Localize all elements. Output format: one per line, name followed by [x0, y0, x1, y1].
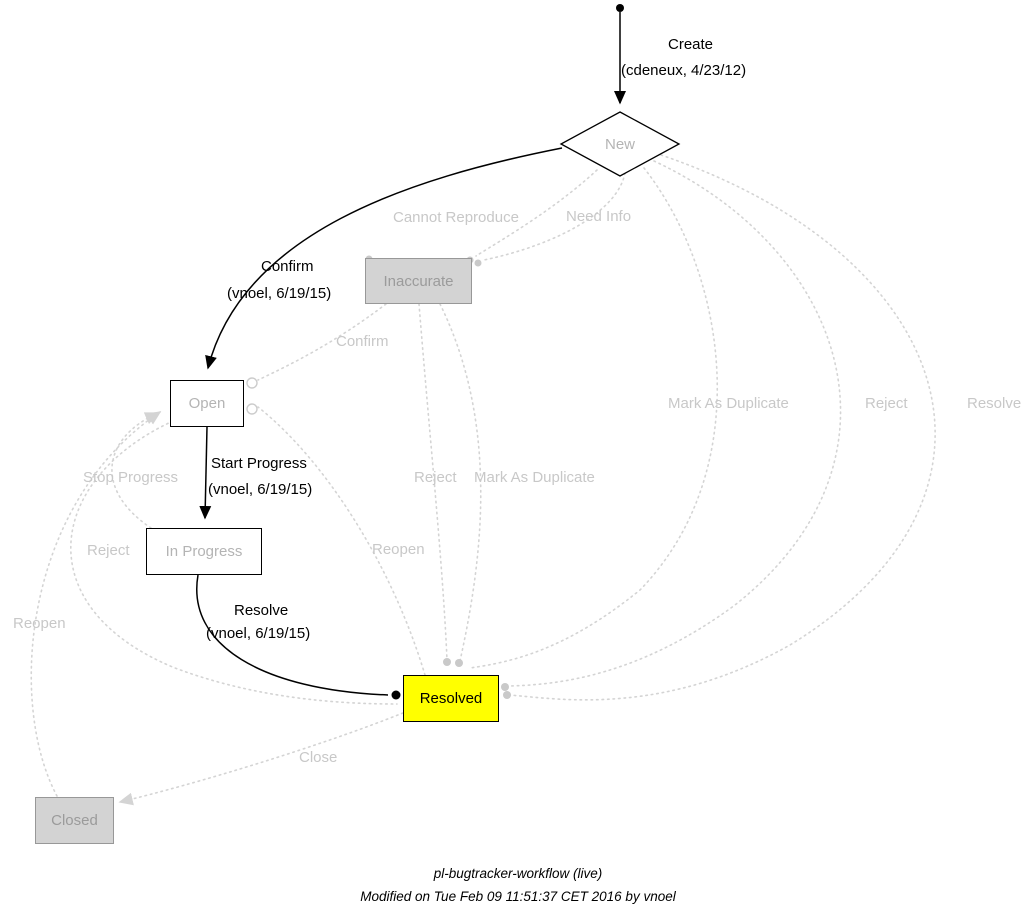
edge-mark-as-duplicate-mid [439, 303, 482, 662]
node-inaccurate-label: Inaccurate [383, 272, 454, 290]
label-reject-mid: Reject [414, 469, 457, 486]
edge-resolve-endpoint-dot [391, 690, 401, 700]
label-create-detail: (cdeneux, 4/23/12) [621, 62, 747, 79]
label-reject-right: Reject [865, 395, 908, 412]
node-closed[interactable]: Closed [35, 797, 114, 844]
node-open[interactable]: Open [170, 380, 244, 427]
edge-confirm-active [205, 147, 563, 370]
label-resolve-right: Resolve [967, 395, 1022, 412]
edge-reject-mid [418, 303, 448, 661]
label-confirm-active: Confirm [261, 258, 314, 275]
node-new-label: New [604, 135, 635, 153]
label-confirm-inactive: Confirm [336, 333, 389, 350]
node-closed-label: Closed [51, 812, 98, 829]
label-resolve-active-detail: (vnoel, 6/19/15) [206, 625, 311, 642]
edge-close [118, 712, 404, 806]
label-reopen-mid: Reopen [372, 541, 425, 558]
node-inaccurate[interactable]: Inaccurate [365, 258, 472, 304]
label-reject-left: Reject [87, 542, 130, 559]
edge-start-dot [616, 4, 624, 12]
label-cannot-reproduce: Cannot Reproduce [393, 209, 519, 226]
label-reopen-left: Reopen [13, 615, 66, 632]
label-mark-as-duplicate-mid: Mark As Duplicate [474, 469, 595, 486]
edge-reject-right [507, 160, 842, 687]
edge-reopen-left [30, 411, 162, 797]
edge-resolve-active [196, 574, 389, 696]
edge-reject-left [70, 420, 398, 705]
label-stop-progress: Stop Progress [83, 469, 179, 486]
label-need-info: Need Info [566, 208, 632, 225]
label-confirm-active-detail: (vnoel, 6/19/15) [227, 285, 332, 302]
node-in-progress[interactable]: In Progress [146, 528, 262, 575]
edge-reopen-mid [257, 406, 426, 676]
label-mark-as-duplicate-right: Mark As Duplicate [668, 395, 789, 412]
edge-mark-as-duplicate-right [469, 167, 719, 669]
node-in-progress-label: In Progress [165, 543, 243, 560]
label-close: Close [299, 749, 338, 766]
label-resolve-active: Resolve [234, 602, 289, 619]
edge-confirm-inactive [257, 303, 387, 381]
label-start-progress: Start Progress [211, 455, 307, 472]
diagram-title: pl-bugtracker-workflow (live) [433, 866, 603, 881]
diagram-modified-note: Modified on Tue Feb 09 11:51:37 CET 2016… [360, 889, 676, 904]
node-open-label: Open [188, 395, 226, 412]
edge-stop-progress [111, 412, 160, 529]
node-new[interactable]: New [561, 128, 679, 160]
edge-start-progress [199, 426, 212, 520]
node-resolved-label: Resolved [419, 690, 483, 707]
label-create: Create [668, 36, 714, 53]
node-resolved[interactable]: Resolved [403, 675, 499, 722]
label-start-progress-detail: (vnoel, 6/19/15) [208, 481, 313, 498]
edge-resolve-right [509, 154, 936, 701]
node-new-diamond-shape[interactable] [559, 111, 681, 177]
